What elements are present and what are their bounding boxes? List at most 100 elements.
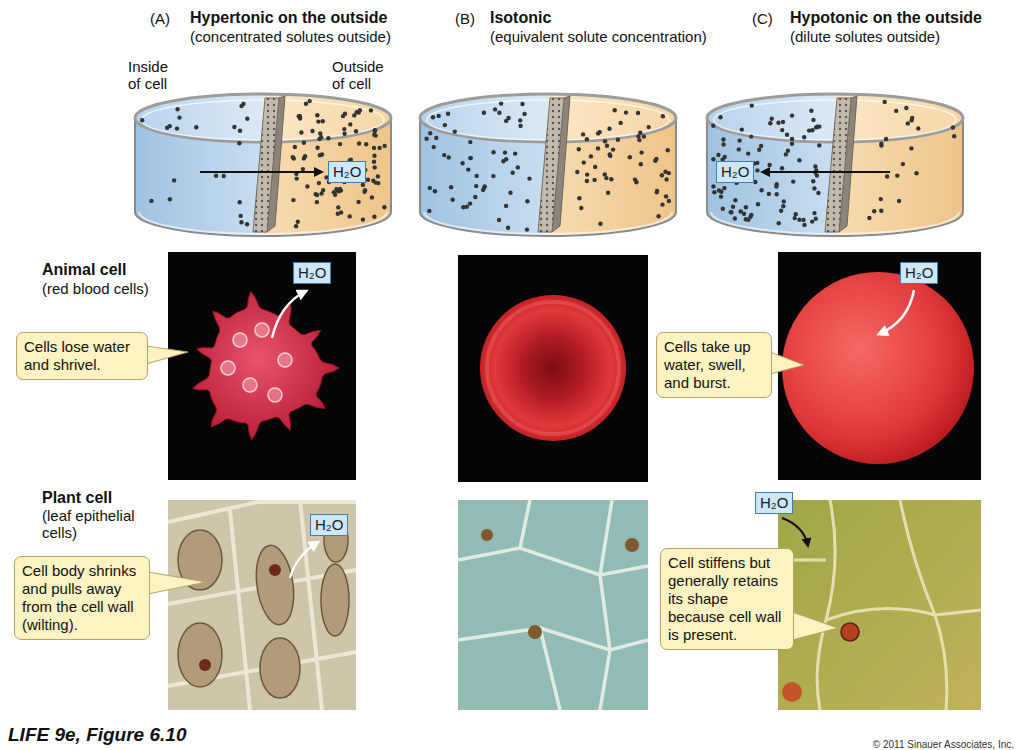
solute-dot [605, 144, 609, 148]
solute-dot [777, 221, 781, 225]
water-label-box: H₂O [310, 514, 348, 536]
copyright-note: © 2011 Sinauer Associates, Inc. [873, 738, 1014, 750]
beaker [135, 94, 391, 236]
solute-dot [506, 226, 510, 230]
water-label: H₂O [721, 163, 749, 181]
nucleus [199, 659, 211, 671]
solute-dot [790, 113, 794, 117]
solute-dot [508, 191, 512, 195]
solute-dot [785, 133, 789, 137]
solute-dot [491, 174, 495, 178]
solute-dot [721, 142, 725, 146]
solute-dot [342, 127, 346, 131]
solute-dot [637, 138, 641, 142]
solute-dot [513, 151, 517, 155]
solute-dot [895, 173, 899, 177]
solute-dot [336, 205, 340, 209]
solute-dot [493, 107, 497, 111]
solute-dot [733, 198, 737, 202]
water-arrow [200, 171, 322, 173]
beaker-group [135, 94, 963, 236]
solute-dot [744, 205, 748, 209]
solute-dot [780, 128, 784, 132]
solute-dot [522, 112, 526, 116]
solute-dot [354, 129, 358, 133]
solute-dot [779, 209, 783, 213]
shrunken-protoplasts [260, 638, 300, 698]
solute-dot [664, 194, 668, 198]
solute-dot [232, 125, 236, 129]
solute-dot [518, 118, 522, 122]
solute-dot [797, 218, 801, 222]
solute-dot [369, 108, 373, 112]
solute-dot [432, 145, 436, 149]
solute-dot [315, 193, 319, 197]
solute-dot [721, 207, 725, 211]
solute-dot [782, 199, 786, 203]
solute-dot [589, 154, 593, 158]
swollen-cell [782, 272, 974, 464]
solute-dot [315, 113, 319, 117]
solute-dot [348, 214, 352, 218]
solute-dot [301, 167, 305, 171]
cell-walls [458, 500, 648, 710]
solute-dot [292, 156, 296, 160]
solute-dot [585, 137, 589, 141]
solute-dot [759, 144, 763, 148]
solute-dot [897, 199, 901, 203]
solute-dot [320, 152, 324, 156]
water-arrow [782, 518, 808, 546]
solute-dot [245, 222, 249, 226]
solute-dot [371, 179, 375, 183]
solute-dot [749, 213, 753, 217]
solute-dot [434, 136, 438, 140]
solute-dot [636, 111, 640, 115]
solute-dot [894, 109, 898, 113]
shrunken-protoplasts [321, 564, 349, 636]
solute-dot [294, 224, 298, 228]
solute-dot [497, 218, 501, 222]
water-arrow [272, 291, 306, 338]
callout-box: Cell body shrinks and pulls away from th… [14, 556, 150, 640]
solute-dot [443, 123, 447, 127]
solute-dots [140, 99, 956, 232]
solute-dot [636, 134, 640, 138]
solute-dot [775, 182, 779, 186]
panel-letter: (A) [150, 10, 170, 27]
solute-dot [214, 174, 218, 178]
solute-dot [797, 158, 801, 162]
solute-dot [302, 156, 306, 160]
solute-dot [719, 194, 723, 198]
solute-dot [810, 128, 814, 132]
solute-dot [737, 138, 741, 142]
panel-subheading: (dilute solutes outside) [790, 28, 940, 45]
solute-dot [768, 121, 772, 125]
solute-dot [377, 146, 381, 150]
solute-dot [757, 148, 761, 152]
solute-dot [466, 167, 470, 171]
solute-dot [786, 149, 790, 153]
shriveled-cell [193, 292, 340, 440]
solute-dot [453, 129, 457, 133]
solute-dot [451, 198, 455, 202]
callout-tails [792, 612, 838, 640]
solute-dot [222, 174, 226, 178]
cell-walls [168, 500, 356, 710]
solute-dot [373, 165, 377, 169]
solute-dot [475, 174, 479, 178]
compartment-label: Outside of cell [332, 58, 394, 92]
solute-dot [815, 173, 819, 177]
nucleus [841, 623, 859, 641]
nuclei [528, 625, 542, 639]
membrane-bump [221, 361, 235, 375]
solute-dot [506, 116, 510, 120]
solute-dot [140, 118, 144, 122]
solute-dot [592, 178, 596, 182]
water-label: H₂O [333, 163, 361, 181]
solute-dot [616, 138, 620, 142]
solute-dot [172, 178, 176, 182]
solute-dot [468, 140, 472, 144]
cell-rim [487, 302, 619, 434]
solute-dot [721, 137, 725, 141]
